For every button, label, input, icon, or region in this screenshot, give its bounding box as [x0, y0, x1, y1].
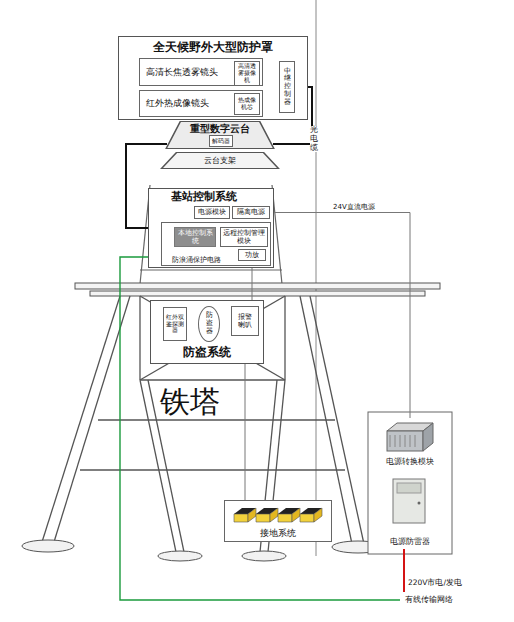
cabinet-panel	[397, 483, 421, 493]
module-box: 隔离电源	[232, 206, 270, 219]
connector	[270, 213, 410, 419]
ground-plate-side	[314, 508, 322, 522]
box-text: 高清透雾摄像机	[236, 63, 258, 84]
box-text: 中继控制器	[284, 68, 291, 106]
psu-vent	[400, 435, 401, 447]
mains-line	[403, 549, 405, 592]
module-box: 电源模块	[194, 206, 230, 219]
cabinet-lock	[418, 502, 421, 505]
lens-box: 高清长焦透雾镜头 高清透雾摄像机	[139, 58, 263, 86]
bracket-shape: 云台支架	[160, 152, 280, 169]
box-text: 防盗器	[206, 312, 213, 335]
box-text: 隔离电源	[237, 208, 265, 216]
ground-plate	[256, 514, 270, 522]
psu-vent	[390, 435, 391, 447]
box-text: 功放	[245, 251, 259, 259]
psu-vent	[415, 435, 416, 447]
housing-box: 全天候野外大型防护罩高清长焦透雾镜头 高清透雾摄像机红外热成像镜头 热成像机芯 中继控…	[118, 36, 308, 120]
ground-plate-side	[270, 508, 278, 522]
amplifier-box: 功放	[238, 249, 266, 261]
anti-theft-box: 防盗系统 红外双鉴探测器 防盗器 报警喇叭	[150, 300, 264, 364]
ground-box: 接地系统	[224, 500, 332, 542]
ground-plate	[278, 514, 292, 522]
lens-box: 红外热成像镜头 热成像机芯	[139, 90, 263, 117]
box-text: 电源模块	[198, 208, 226, 216]
ground-plate	[300, 514, 314, 522]
box-text: 高清长焦透雾镜头	[146, 67, 218, 77]
decoder-box: 解码器	[209, 135, 233, 147]
system-box: 本地控制系统	[174, 227, 216, 247]
psu-vent	[405, 435, 406, 447]
psu-vent	[395, 435, 396, 447]
power-frame	[368, 412, 452, 554]
heading-text: 防盗系统	[151, 346, 263, 360]
tower-label: 铁塔	[160, 382, 220, 423]
ground-plate-side	[292, 508, 300, 522]
trapezoid-shape	[161, 152, 279, 169]
detector-box: 红外双鉴探测器	[163, 307, 187, 341]
core-box: 热成像机芯	[234, 93, 260, 115]
platform	[75, 283, 440, 289]
alarm-oval: 防盗器	[198, 306, 220, 342]
heading-text: 防浪涌保护电路	[172, 257, 221, 264]
box-text: 解码器	[212, 138, 230, 145]
network-line	[120, 257, 400, 600]
heading-text: 全天候野外大型防护罩	[119, 41, 307, 55]
box-text: 热成像机芯	[236, 97, 258, 111]
box-text: 红外热成像镜头	[146, 98, 209, 108]
tower-lattice	[140, 185, 282, 284]
circuit-box: 防浪涌保护电路 本地控制系统远程控制管理模块功放	[161, 222, 271, 266]
heading-text: 电源防雷器	[374, 537, 446, 546]
network-label: 有线传输网络	[405, 595, 453, 605]
pan-tilt-head: 重型数字云台解码器	[165, 121, 275, 149]
cable-pole	[316, 0, 317, 556]
surge-protector: 电源防雷器	[374, 474, 446, 548]
platform	[90, 291, 425, 296]
heading-text: 接地系统	[225, 528, 331, 538]
connector	[245, 364, 246, 500]
power-module: 电源转换模块	[374, 418, 446, 468]
box-text: 红外双鉴探测器	[165, 314, 185, 335]
controller-box: 中继控制器	[279, 61, 295, 113]
psu-vent	[410, 435, 411, 447]
psu-side	[423, 423, 433, 451]
tower-legs	[42, 296, 364, 552]
base-station-box: 基站控制系统电源模块 隔离电源防浪涌保护电路 本地控制系统远程控制管理模块功放	[148, 188, 274, 268]
heading-text: 电源转换模块	[374, 457, 446, 466]
psu-body	[387, 431, 423, 451]
module-box: 远程控制管理模块	[220, 227, 268, 247]
mains-label: 220V市电/发电	[408, 578, 462, 588]
box-text: 本地控制系统	[176, 229, 214, 245]
camera-box: 高清透雾摄像机	[234, 61, 260, 86]
ground-plate	[234, 514, 248, 522]
cabinet-body	[393, 479, 425, 523]
cabinet-icon	[373, 473, 445, 547]
box-text: 远程控制管理模块	[222, 229, 266, 245]
cable-label: 光电缆	[310, 126, 318, 152]
tower-feet	[22, 540, 384, 561]
heading-text: 基站控制系统	[171, 191, 237, 204]
heading-text: 重型数字云台	[165, 123, 275, 135]
speaker-box: 报警喇叭	[231, 306, 259, 336]
edge-label: 24V直流电源	[332, 202, 376, 212]
box-text: 报警喇叭	[237, 313, 253, 329]
box-text: 云台支架	[204, 156, 236, 165]
ground-plate-side	[248, 508, 256, 522]
